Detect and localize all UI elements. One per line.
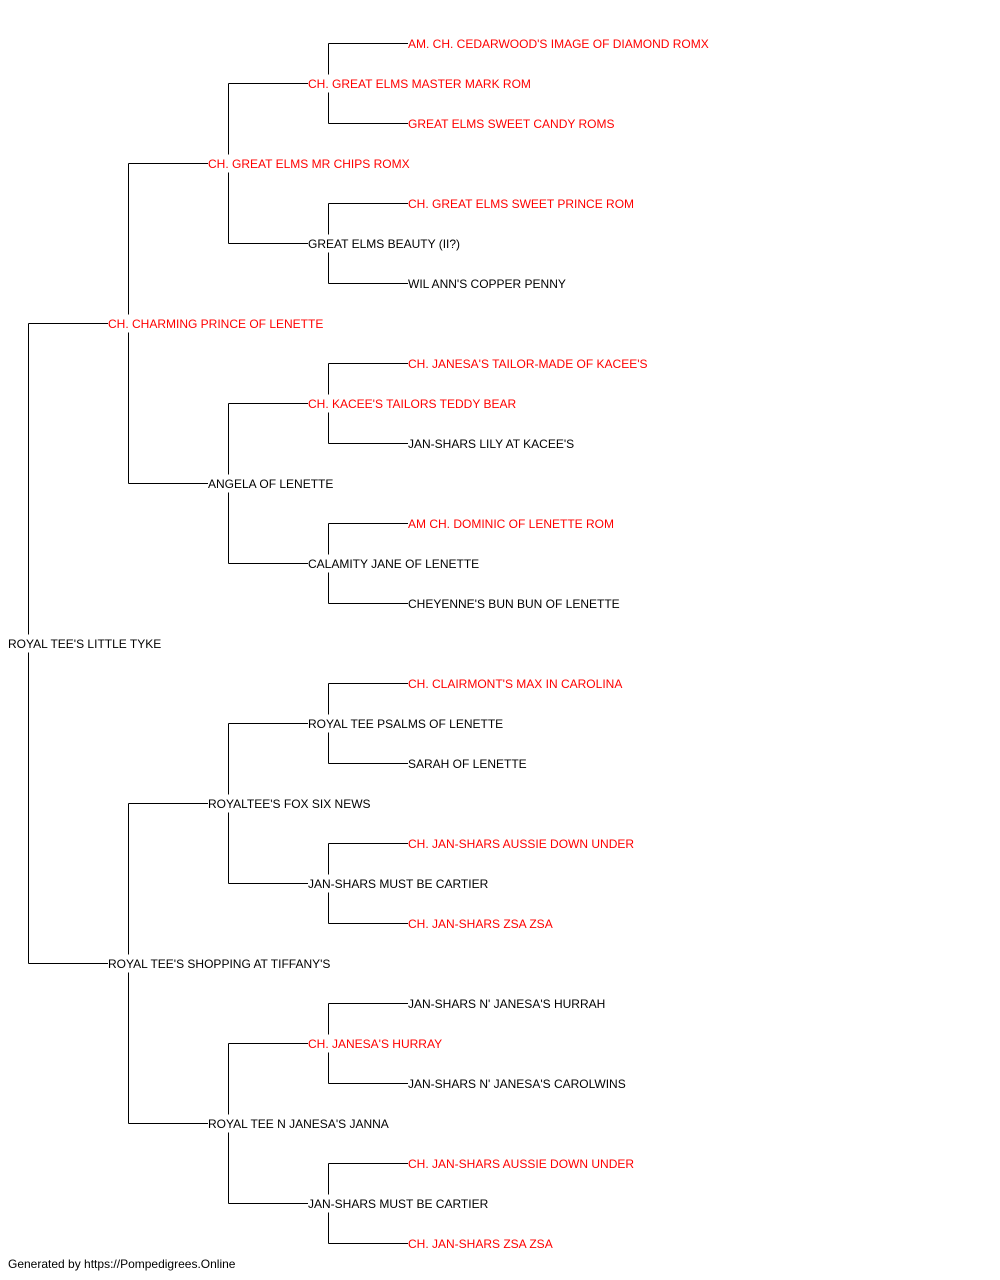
- sire-name: ROYAL TEE PSALMS OF LENETTE: [308, 716, 504, 731]
- sire-name: CH. GREAT ELMS MASTER MARK ROM: [308, 76, 531, 91]
- sire-name: CH. JANESA'S HURRAY: [308, 1036, 443, 1051]
- generated-by-footer: Generated by https://Pompedigrees.Online: [8, 1257, 236, 1271]
- dam-name: JAN-SHARS MUST BE CARTIER: [308, 876, 489, 891]
- dam-name: CALAMITY JANE OF LENETTE: [308, 556, 480, 571]
- sire-name: CH. JAN-SHARS AUSSIE DOWN UNDER: [408, 836, 635, 851]
- dam-name: ANGELA OF LENETTE: [208, 476, 334, 491]
- dam-name: ROYAL TEE'S SHOPPING AT TIFFANY'S: [108, 956, 331, 971]
- dam-name: JAN-SHARS N' JANESA'S CAROLWINS: [408, 1076, 626, 1091]
- dam-name: SARAH OF LENETTE: [408, 756, 527, 771]
- dam-name: JAN-SHARS MUST BE CARTIER: [308, 1196, 489, 1211]
- sire-name: CH. CHARMING PRINCE OF LENETTE: [108, 316, 324, 331]
- sire-name: CH. GREAT ELMS SWEET PRINCE ROM: [408, 196, 635, 211]
- sire-name: CH. GREAT ELMS MR CHIPS ROMX: [208, 156, 410, 171]
- sire-name: CH. JAN-SHARS AUSSIE DOWN UNDER: [408, 1156, 635, 1171]
- dam-name: GREAT ELMS BEAUTY (II?): [308, 236, 461, 251]
- sire-name: JAN-SHARS N' JANESA'S HURRAH: [408, 996, 606, 1011]
- dam-name: ROYAL TEE N JANESA'S JANNA: [208, 1116, 389, 1131]
- sire-name: CH. JANESA'S TAILOR-MADE OF KACEE'S: [408, 356, 648, 371]
- dam-name: CH. JAN-SHARS ZSA ZSA: [408, 916, 553, 931]
- sire-name: AM. CH. CEDARWOOD'S IMAGE OF DIAMOND ROM…: [408, 36, 709, 51]
- sire-name: AM CH. DOMINIC OF LENETTE ROM: [408, 516, 615, 531]
- sire-name: CH. KACEE'S TAILORS TEDDY BEAR: [308, 396, 517, 411]
- dam-name: WIL ANN'S COPPER PENNY: [408, 276, 566, 291]
- sire-name: CH. CLAIRMONT'S MAX IN CAROLINA: [408, 676, 623, 691]
- dam-name: CHEYENNE'S BUN BUN OF LENETTE: [408, 596, 620, 611]
- subject-name: ROYAL TEE'S LITTLE TYKE: [8, 636, 162, 651]
- dam-name: CH. JAN-SHARS ZSA ZSA: [408, 1236, 553, 1251]
- sire-name: ROYALTEE'S FOX SIX NEWS: [208, 796, 371, 811]
- dam-name: JAN-SHARS LILY AT KACEE'S: [408, 436, 575, 451]
- dam-name: GREAT ELMS SWEET CANDY ROMS: [408, 116, 615, 131]
